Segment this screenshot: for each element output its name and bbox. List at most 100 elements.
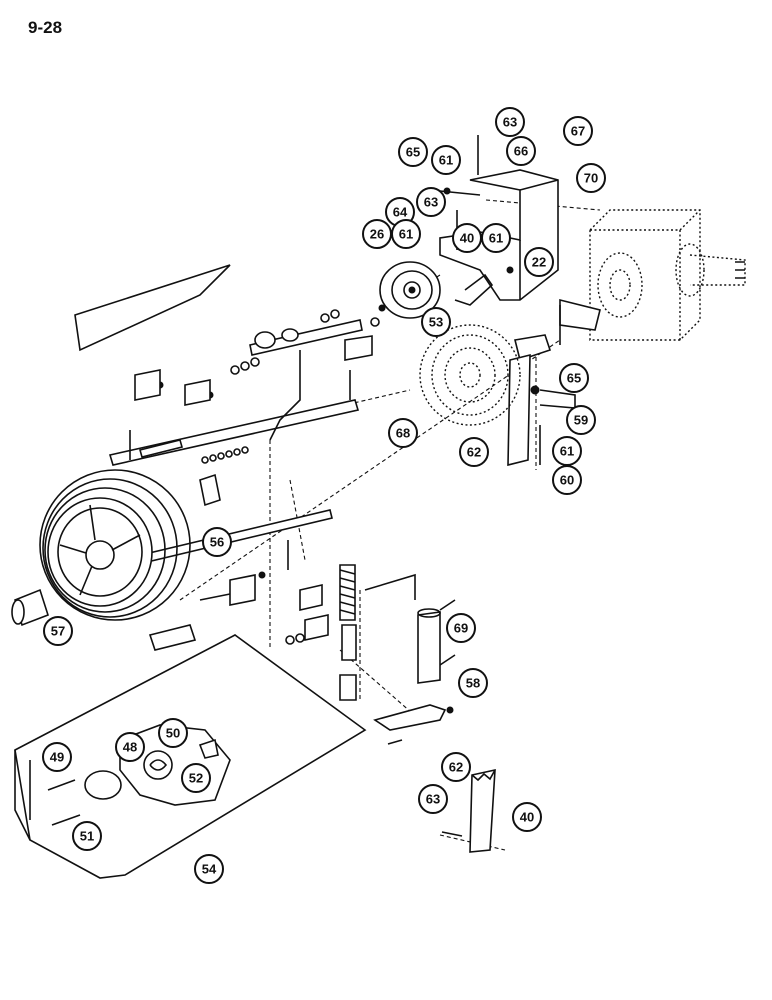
- callout-63: 63: [418, 784, 448, 814]
- callout-59: 59: [566, 405, 596, 435]
- callout-number: 61: [399, 227, 413, 242]
- callout-number: 66: [514, 144, 528, 159]
- hardware-washers: [156, 304, 454, 714]
- callout-number: 67: [571, 124, 585, 139]
- idler-pulley: [379, 261, 441, 319]
- callout-circle: [158, 718, 188, 748]
- callout-number: 61: [489, 231, 503, 246]
- callout-number: 57: [51, 624, 65, 639]
- callout-58: 58: [458, 668, 488, 698]
- spring-assembly: [285, 564, 357, 701]
- callout-number: 51: [80, 829, 94, 844]
- callout-circle: [446, 613, 476, 643]
- callout-50: 50: [158, 718, 188, 748]
- callout-circle: [194, 854, 224, 884]
- callout-number: 62: [467, 445, 481, 460]
- deflector-plate: [74, 264, 231, 352]
- callout-number: 62: [449, 760, 463, 775]
- lower-bracket: [148, 624, 197, 651]
- small-bracket-lower: [229, 574, 256, 606]
- callout-number: 48: [123, 740, 137, 755]
- callout-62: 62: [459, 437, 489, 467]
- gearbox: [559, 209, 746, 341]
- callout-61: 61: [552, 436, 582, 466]
- callout-circle: [416, 187, 446, 217]
- callout-group: 63 67 65 61 66 70 63 64 40 61 26 61 22 53 65 59 68 62 61 60…: [42, 107, 606, 884]
- u-bolt: [539, 389, 576, 409]
- callout-circle: [202, 527, 232, 557]
- callout-circle: [43, 616, 73, 646]
- callout-circle: [495, 107, 525, 137]
- page-number: 9-28: [28, 18, 63, 37]
- callout-number: 61: [560, 444, 574, 459]
- callout-number: 59: [574, 413, 588, 428]
- callout-circle: [181, 763, 211, 793]
- callout-number: 26: [370, 227, 384, 242]
- support-tube: [507, 334, 552, 467]
- callout-66: 66: [506, 136, 536, 166]
- callout-52: 52: [181, 763, 211, 793]
- callout-number: 52: [189, 771, 203, 786]
- callout-57: 57: [43, 616, 73, 646]
- callout-68: 68: [388, 418, 418, 448]
- small-bracket-mid: [184, 379, 211, 406]
- callout-circle: [418, 784, 448, 814]
- callout-circle: [42, 742, 72, 772]
- callout-number: 65: [406, 145, 420, 160]
- callout-number: 40: [460, 231, 474, 246]
- callout-60: 60: [552, 465, 582, 495]
- callout-40: 40: [512, 802, 542, 832]
- callout-26: 26: [362, 219, 392, 249]
- callout-number: 61: [439, 153, 453, 168]
- callout-61: 61: [431, 145, 461, 175]
- small-bracket-left: [134, 369, 161, 401]
- linkage-arms: [108, 319, 373, 601]
- callout-65: 65: [398, 137, 428, 167]
- callout-circle: [481, 223, 511, 253]
- callout-number: 53: [429, 315, 443, 330]
- callout-circle: [506, 136, 536, 166]
- callout-54: 54: [194, 854, 224, 884]
- callout-63: 63: [495, 107, 525, 137]
- callout-53: 53: [421, 307, 451, 337]
- callout-62: 62: [441, 752, 471, 782]
- callout-circle: [421, 307, 451, 337]
- callout-number: 49: [50, 750, 64, 765]
- callout-number: 68: [396, 426, 410, 441]
- pulley-hub: [11, 588, 49, 627]
- callout-number: 69: [454, 621, 468, 636]
- callout-64: 64: [385, 197, 415, 227]
- callout-number: 60: [560, 473, 574, 488]
- callout-56: 56: [202, 527, 232, 557]
- callout-number: 58: [466, 676, 480, 691]
- callout-circle: [576, 163, 606, 193]
- callout-circle: [388, 418, 418, 448]
- callout-number: 56: [210, 535, 224, 550]
- callout-number: 63: [426, 792, 440, 807]
- callout-number: 63: [424, 195, 438, 210]
- callout-circle: [566, 405, 596, 435]
- callout-61: 61: [391, 219, 421, 249]
- callout-circle: [398, 137, 428, 167]
- callout-circle: [431, 145, 461, 175]
- belt-pulley-dotted: [419, 324, 521, 426]
- callout-number: 70: [584, 171, 598, 186]
- callout-22: 22: [524, 247, 554, 277]
- callout-circle: [512, 802, 542, 832]
- callout-49: 49: [42, 742, 72, 772]
- bent-rod: [454, 273, 494, 306]
- callout-circle: [559, 363, 589, 393]
- callout-number: 65: [567, 371, 581, 386]
- callout-circle: [459, 437, 489, 467]
- callout-circle: [391, 219, 421, 249]
- callout-48: 48: [115, 732, 145, 762]
- main-drive-pulley: [39, 469, 191, 621]
- callout-circle: [72, 821, 102, 851]
- callout-61: 61: [481, 223, 511, 253]
- lower-support-tube: [469, 768, 496, 853]
- callout-70: 70: [576, 163, 606, 193]
- callout-circle: [552, 465, 582, 495]
- callout-51: 51: [72, 821, 102, 851]
- callout-40: 40: [452, 223, 482, 253]
- callout-circle: [441, 752, 471, 782]
